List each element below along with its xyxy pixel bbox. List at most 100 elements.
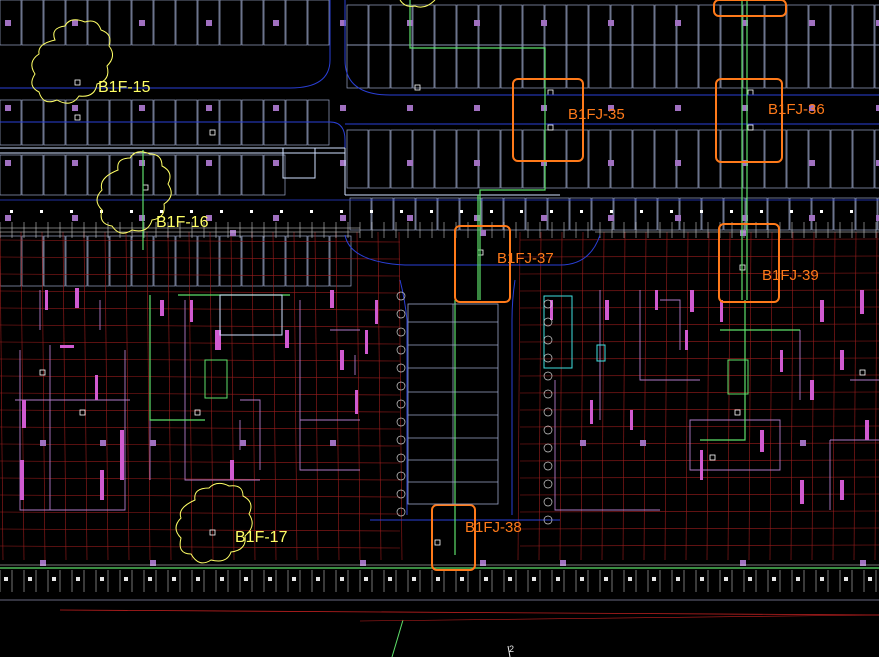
column-mark (474, 20, 480, 26)
grid-line-horizontal (519, 238, 879, 241)
parking-stall (241, 0, 264, 46)
grid-node (724, 577, 728, 581)
column-mark (340, 160, 346, 166)
parking-stall (0, 0, 22, 46)
parking-stall (503, 197, 526, 231)
parking-stall (874, 44, 879, 89)
column-mark (100, 440, 106, 446)
parking-stall (852, 129, 875, 189)
grid-line-horizontal (0, 341, 401, 345)
grid-line-horizontal (519, 442, 879, 445)
parking-stall (307, 235, 330, 287)
column-mark (474, 105, 480, 111)
wall-outline (689, 419, 781, 471)
axis-bubble (396, 507, 406, 517)
column-mark (809, 105, 815, 111)
axis-bubble (396, 471, 406, 481)
equipment-mark (74, 114, 81, 121)
axis-bubble (396, 489, 406, 499)
bottom-lines (359, 614, 879, 657)
fan-room-labels: B1FJ-35 B1FJ-36 B1FJ-37 B1FJ-38 B1FJ-39 (465, 101, 825, 536)
grid-line-horizontal (0, 494, 401, 498)
column-mark (273, 105, 279, 111)
fire-zone-labels: B1F-15 B1F-16 B1F-17 (98, 79, 288, 546)
grid-line-horizontal (519, 340, 879, 343)
label-b1fj-39: B1FJ-39 (762, 267, 819, 284)
grid-node (190, 210, 193, 213)
grid-line-vertical (272, 231, 277, 561)
wall-segment (840, 350, 844, 370)
column-mark (273, 20, 279, 26)
grid-node (10, 210, 13, 213)
column-mark (675, 105, 681, 111)
grid-line-horizontal (519, 476, 879, 479)
wall-outline (639, 290, 700, 381)
parking-stall (153, 154, 176, 196)
equipment-mark (414, 84, 421, 91)
parking-stall (877, 197, 879, 231)
grid-node (700, 577, 704, 581)
grid-line-horizontal (519, 510, 879, 513)
column-mark (273, 215, 279, 221)
column-mark (5, 105, 11, 111)
grid-node (310, 210, 313, 213)
wall-segment (95, 375, 98, 400)
parking-stall (329, 235, 352, 287)
grid-node (316, 577, 320, 581)
parking-stall (131, 0, 154, 46)
axis-bubbles (396, 291, 553, 525)
parking-stall (789, 197, 812, 231)
parking-stall (456, 44, 479, 89)
grid-line-vertical (643, 231, 647, 561)
column-mark (675, 160, 681, 166)
wall-segment (190, 300, 193, 322)
grid-line-vertical (41, 231, 46, 561)
parking-stall (569, 197, 592, 231)
axis-bubble (543, 371, 553, 381)
column-mark (5, 160, 11, 166)
parking-stall (346, 129, 369, 189)
grid-line-vertical (538, 231, 542, 561)
grid-line-vertical (685, 231, 689, 561)
grid-line-vertical (727, 231, 731, 561)
parking-stall (412, 129, 435, 189)
wall-segment (720, 300, 723, 322)
column-mark (640, 440, 646, 446)
equipment-mark (734, 409, 741, 416)
parking-stall (874, 4, 879, 46)
wall-segment (630, 410, 633, 430)
column-mark (541, 105, 547, 111)
grid-node (484, 577, 488, 581)
fan-room-callout-boxes (431, 0, 787, 571)
label-b1fj-38: B1FJ-38 (465, 519, 522, 536)
parking-stall (434, 44, 457, 89)
parking-stall (263, 154, 286, 196)
label-b1fj-37: B1FJ-37 (497, 250, 554, 267)
column-mark (675, 215, 681, 221)
parking-stall (285, 235, 308, 287)
grid-node (508, 577, 512, 581)
grid-line-vertical (398, 231, 403, 561)
parking-stall (698, 44, 721, 89)
parking-stall (591, 197, 614, 231)
parking-stall (745, 197, 768, 231)
grid-line-horizontal (0, 307, 401, 311)
parking-stall (197, 0, 220, 46)
wall-outline (240, 399, 261, 470)
parking-stall (109, 235, 132, 287)
grid-node (244, 577, 248, 581)
parking-stall (808, 129, 831, 189)
grid-line-vertical (104, 231, 109, 561)
column-mark (139, 20, 145, 26)
grid-line-vertical (622, 231, 626, 561)
corridor-band (0, 147, 879, 569)
axis-bubble (543, 497, 553, 507)
parking-stall (874, 129, 879, 189)
axis-bubble (396, 345, 406, 355)
grid-line-horizontal (519, 527, 879, 530)
grid-line-horizontal (0, 545, 401, 549)
parking-stall (371, 197, 394, 231)
column-mark (340, 20, 346, 26)
grid-node (550, 210, 553, 213)
grid-line-horizontal (519, 323, 879, 326)
